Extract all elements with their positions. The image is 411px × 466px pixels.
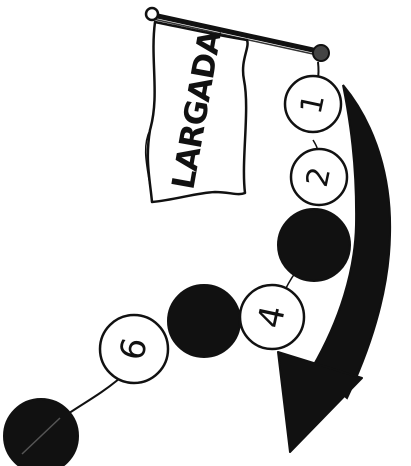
track-space <box>4 399 78 466</box>
track-space: 1 <box>285 76 341 132</box>
track-space <box>168 285 240 357</box>
track-space <box>278 209 350 281</box>
start-flag: LARGADA <box>146 22 248 202</box>
track-space: 2 <box>291 149 347 205</box>
track-space: 6 <box>100 315 168 383</box>
track-space: 4 <box>240 285 304 349</box>
